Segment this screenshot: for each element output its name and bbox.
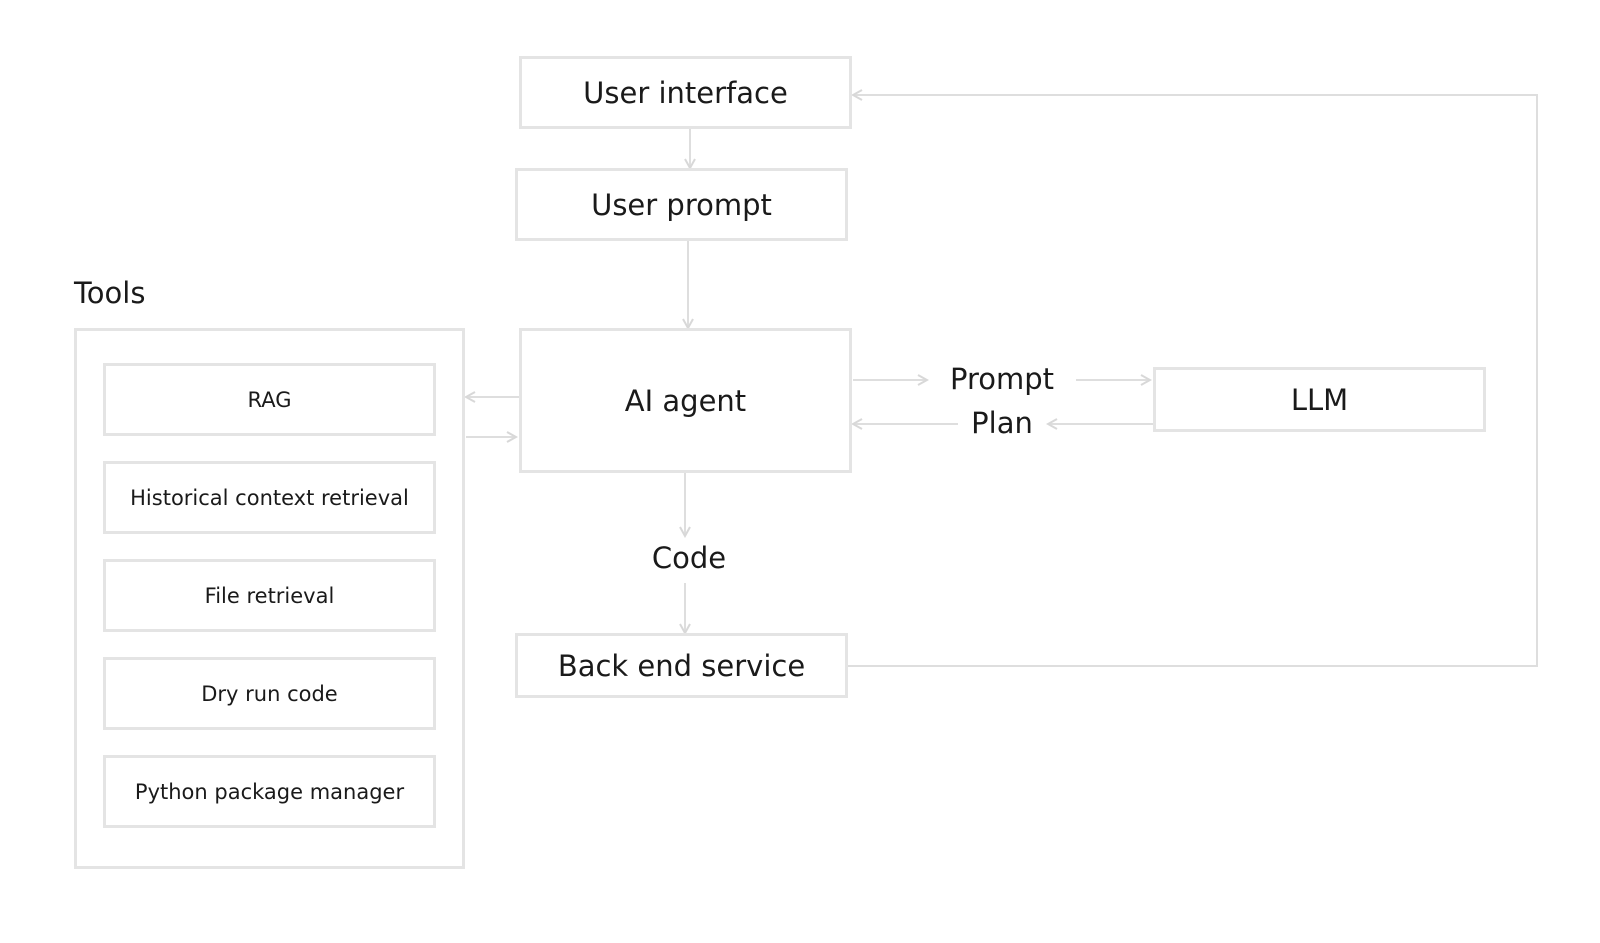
user-interface-label: User interface [583,75,788,110]
back-end-service-label: Back end service [557,648,806,683]
tool-item-label: RAG [247,387,292,412]
tool-item-label: Historical context retrieval [130,485,409,510]
back-end-service-node: Back end service [515,633,848,698]
tool-item-rag: RAG [103,363,436,436]
tool-item-python-package-manager: Python package manager [103,755,436,828]
tools-title: Tools [74,276,146,310]
plan-edge-label: Plan [965,406,1039,440]
llm-node: LLM [1153,367,1486,432]
ai-agent-node: AI agent [519,328,852,473]
user-interface-node: User interface [519,56,852,129]
ai-agent-label: AI agent [624,383,747,418]
tool-item-historical-context-retrieval: Historical context retrieval [103,461,436,534]
code-edge-label: Code [645,541,733,575]
user-prompt-node: User prompt [515,168,848,241]
tool-item-label: Dry run code [201,681,338,706]
tool-item-label: Python package manager [134,779,405,804]
arrow-backend-to-ui-loop [848,95,1538,667]
prompt-edge-label: Prompt [943,362,1061,396]
tool-item-file-retrieval: File retrieval [103,559,436,632]
tool-item-label: File retrieval [204,583,335,608]
user-prompt-label: User prompt [591,187,772,222]
tool-item-dry-run-code: Dry run code [103,657,436,730]
llm-label: LLM [1290,382,1349,417]
